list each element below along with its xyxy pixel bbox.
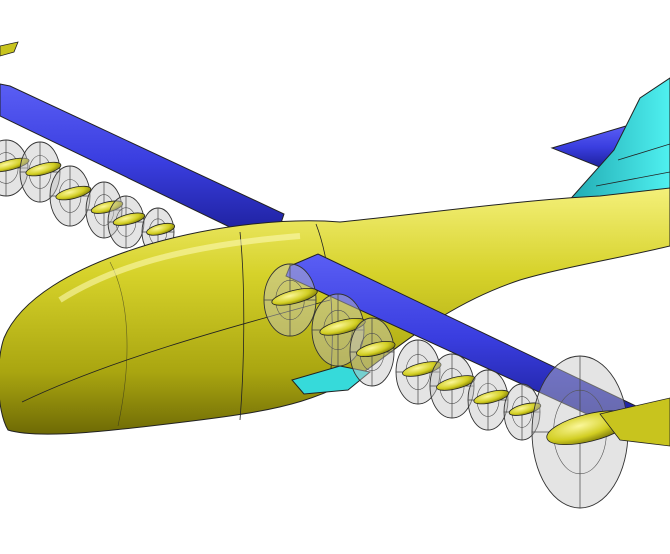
left-nacelle-4 <box>90 200 124 214</box>
left-nacelle-5 <box>112 212 146 226</box>
right-wing-tip <box>599 397 670 447</box>
left-nacelle-2 <box>25 161 62 177</box>
left-nacelle-6 <box>146 222 176 236</box>
left-wing-tip <box>0 41 19 57</box>
landing-gear-fairing <box>291 365 372 395</box>
right-nacelle-2 <box>319 317 366 336</box>
right-nacelle-7 <box>508 402 542 416</box>
right-nacelle-1 <box>271 287 318 306</box>
fuselage <box>0 187 670 435</box>
right-nacelle-5 <box>436 375 476 391</box>
left-nacelle-3 <box>55 185 92 201</box>
right-propeller-group <box>263 263 632 509</box>
left-nacelle-1 <box>0 157 30 173</box>
right-nacelle-3 <box>356 340 396 358</box>
right-nacelle-4 <box>402 361 442 377</box>
